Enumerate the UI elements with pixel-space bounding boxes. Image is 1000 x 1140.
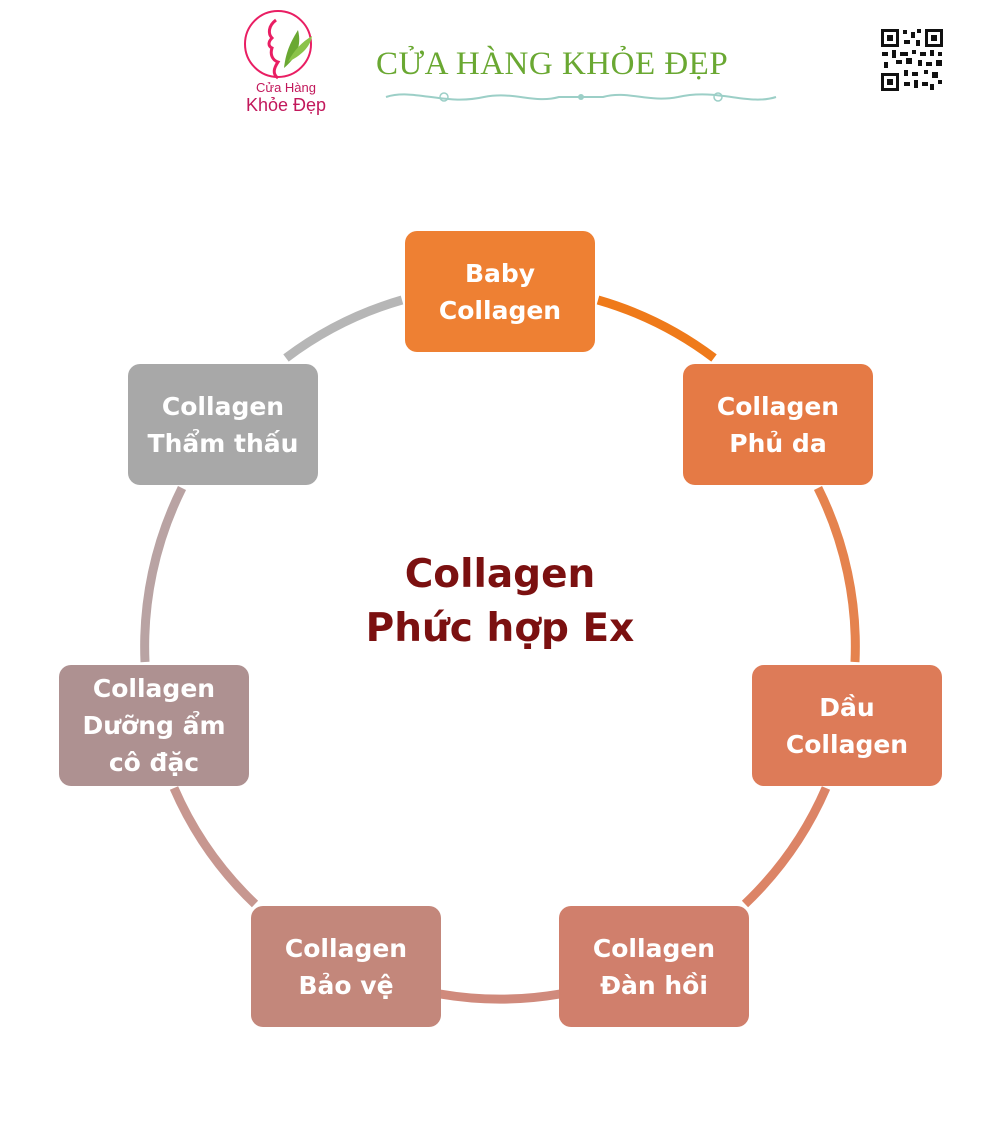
node-collagen-dan-hoi: Collagen Đàn hồi <box>559 906 749 1027</box>
ring-arc-5 <box>169 786 259 908</box>
node-label: Baby Collagen <box>438 258 562 325</box>
ring-arc-2 <box>813 485 860 663</box>
logo-emblem-icon <box>244 10 312 80</box>
node-label: Collagen Thẩm thấu <box>147 391 299 458</box>
node-dau-collagen: Dầu Collagen <box>752 665 942 786</box>
logo-text-line1: Cửa Hàng <box>255 80 316 95</box>
node-baby-collagen: Baby Collagen <box>405 231 595 352</box>
logo-text-line2: Khỏe Đẹp <box>245 95 327 115</box>
node-collagen-phu-da: Collagen Phủ da <box>683 364 873 485</box>
node-label: Collagen Phủ da <box>716 391 840 458</box>
center-title: Collagen Phức hợp Ex <box>365 552 635 651</box>
node-label: Collagen Đàn hồi <box>592 933 716 1000</box>
ring-arc-3 <box>741 786 831 908</box>
ring-arc-4 <box>439 989 561 1004</box>
ring-arc-1 <box>596 295 717 362</box>
shop-title: CỬA HÀNG KHỎE ĐẸP <box>376 46 729 82</box>
node-collagen-bao-ve: Collagen Bảo vệ <box>251 906 441 1027</box>
node-label: Dầu Collagen <box>785 692 909 759</box>
ring-arc-7 <box>283 295 404 362</box>
ring-arc-6 <box>140 485 187 663</box>
node-collagen-tham-thau: Collagen Thẩm thấu <box>128 364 318 485</box>
shop-logo: Cửa Hàng Khỏe Đẹp <box>238 6 334 124</box>
title-flourish-icon <box>385 92 777 102</box>
node-label: Collagen Dưỡng ẩm cô đặc <box>82 674 226 777</box>
qr-code-icon <box>880 28 944 92</box>
node-label: Collagen Bảo vệ <box>284 933 408 1000</box>
node-collagen-duong-am: Collagen Dưỡng ẩm cô đặc <box>59 665 249 786</box>
